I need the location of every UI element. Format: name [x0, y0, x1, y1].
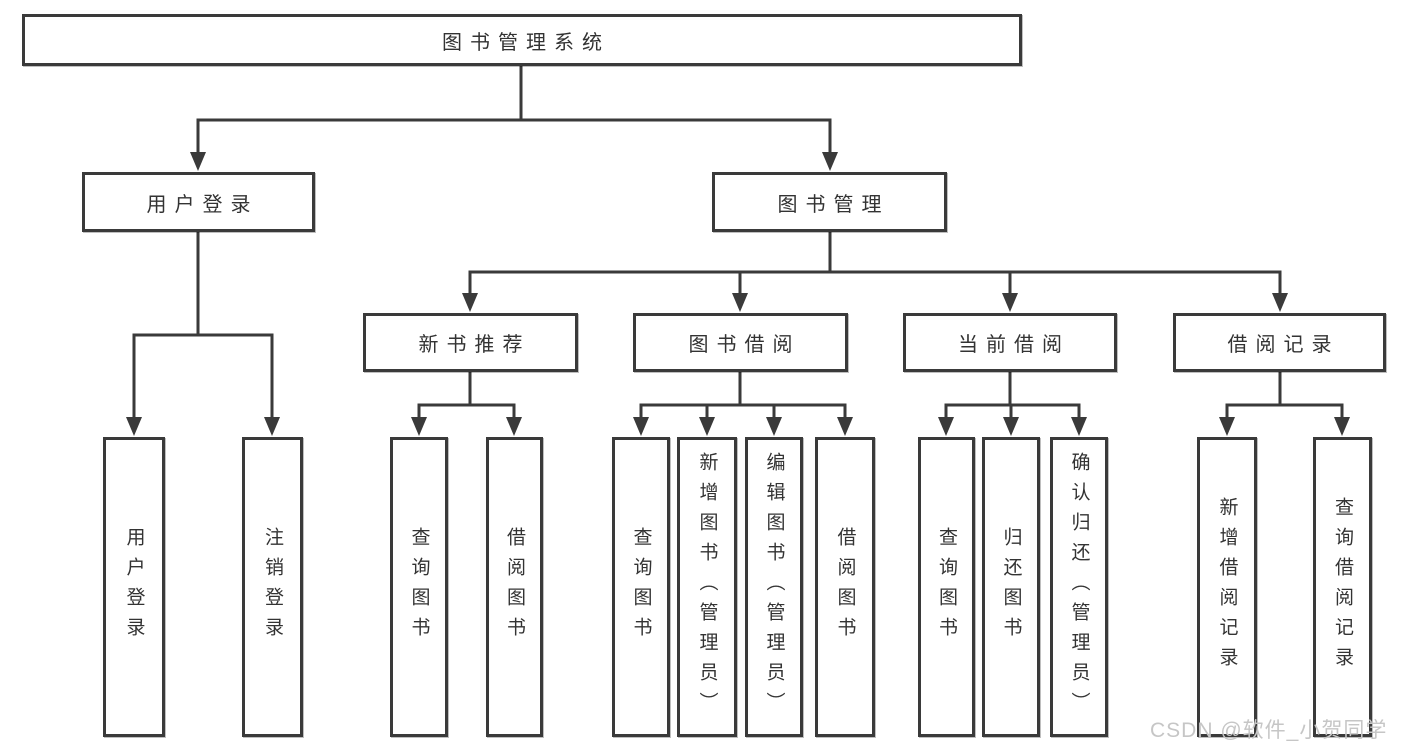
node-borrow-records: 借阅记录: [1173, 313, 1386, 372]
leaf-label: 注销登录: [262, 527, 283, 647]
leaf-borrow-books: 借阅图书: [815, 437, 875, 737]
csdn-watermark: CSDN @软件_小贺同学: [1150, 719, 1388, 742]
node-current-borrow-label: 当前借阅: [958, 334, 1070, 356]
leaf-user-login: 用户登录: [103, 437, 165, 737]
leaf-label: 查询图书: [936, 527, 957, 647]
leaf-label: 归还图书: [1000, 527, 1022, 647]
node-book-borrow-label: 图书借阅: [688, 334, 801, 356]
leaf-borrow-books-rec: 借阅图书: [486, 437, 543, 737]
leaf-add-borrow-record: 新增借阅记录: [1197, 437, 1257, 737]
leaf-edit-book-admin: 编辑图书（管理员）: [745, 437, 803, 737]
leaf-logout-login: 注销登录: [242, 437, 303, 737]
leaf-confirm-return-admin: 确认归还（管理员）: [1050, 437, 1108, 737]
node-book-mgmt-label: 图书管理: [777, 193, 890, 216]
leaf-label: 用户登录: [123, 527, 145, 647]
leaf-label: 查询借阅记录: [1332, 497, 1353, 677]
leaf-label: 借阅图书: [504, 527, 525, 647]
leaf-query-borrow-record: 查询借阅记录: [1313, 437, 1372, 737]
node-user-login: 用户登录: [82, 172, 315, 232]
arrowhead-icons: [126, 152, 1350, 436]
leaf-query-books-rec: 查询图书: [390, 437, 448, 737]
leaf-query-books-borrow: 查询图书: [612, 437, 670, 737]
node-root-label: 图书管理系统: [442, 31, 610, 54]
leaf-label: 查询图书: [630, 527, 652, 647]
leaf-label: 确认归还（管理员）: [1068, 452, 1090, 722]
node-root: 图书管理系统: [22, 14, 1022, 66]
node-user-login-label: 用户登录: [146, 193, 259, 216]
leaf-query-books-current: 查询图书: [918, 437, 975, 737]
leaf-return-books: 归还图书: [982, 437, 1040, 737]
leaf-label: 新增图书（管理员）: [696, 452, 718, 722]
node-book-mgmt: 图书管理: [712, 172, 947, 232]
node-new-book-rec: 新书推荐: [363, 313, 578, 372]
node-new-book-rec-label: 新书推荐: [418, 334, 531, 356]
node-borrow-records-label: 借阅记录: [1227, 334, 1340, 356]
leaf-add-book-admin: 新增图书（管理员）: [677, 437, 737, 737]
node-book-borrow: 图书借阅: [633, 313, 848, 372]
node-current-borrow: 当前借阅: [903, 313, 1117, 372]
leaf-label: 借阅图书: [834, 527, 856, 647]
leaf-label: 新增借阅记录: [1216, 497, 1238, 677]
leaf-label: 编辑图书（管理员）: [763, 452, 785, 722]
tree-edges: [132, 66, 1344, 419]
leaf-label: 查询图书: [408, 527, 430, 647]
